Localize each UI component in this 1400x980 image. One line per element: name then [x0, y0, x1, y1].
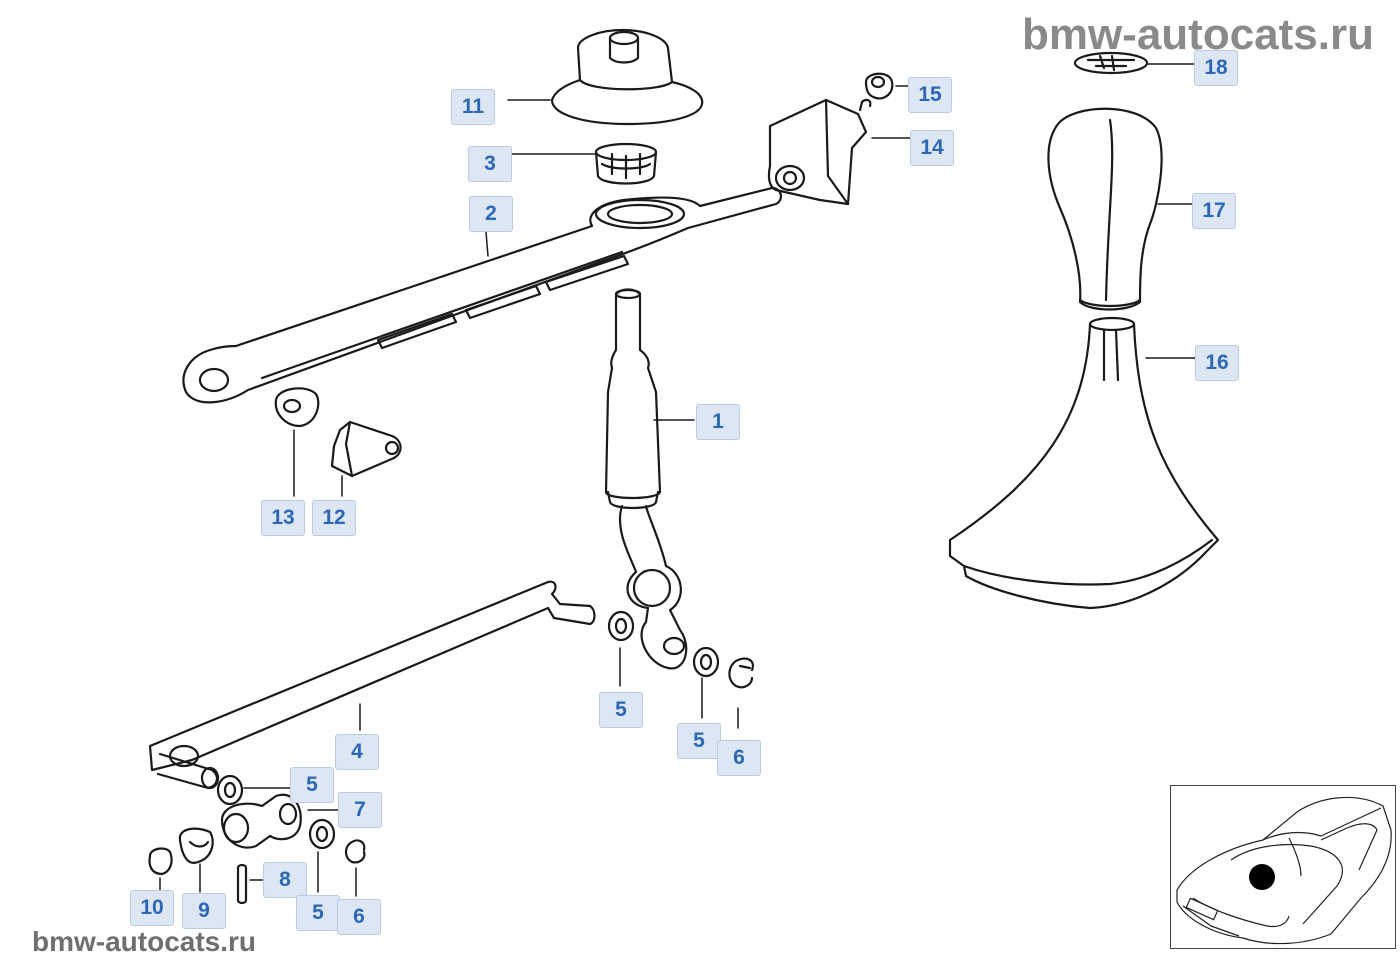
part-emblem-18	[1073, 51, 1149, 75]
callout-5-joint[interactable]: 5	[296, 895, 340, 931]
callout-6-lever[interactable]: 6	[717, 740, 761, 776]
part-cap-10	[148, 847, 173, 876]
part-shift-arm-2	[182, 186, 782, 404]
part-gaiter-16	[948, 316, 1220, 610]
callout-8[interactable]: 8	[263, 862, 307, 898]
callout-12[interactable]: 12	[312, 500, 356, 536]
part-bracket-12	[330, 420, 402, 478]
car-outline-icon	[1176, 796, 1392, 945]
part-knob-17	[1047, 107, 1163, 311]
part-selector-rod-4	[148, 580, 596, 790]
watermark-bottom: bmw-autocats.ru	[32, 926, 257, 957]
part-shift-lever-1	[604, 288, 688, 670]
callout-3[interactable]: 3	[468, 146, 512, 182]
part-boot-11	[550, 28, 704, 126]
callout-5-lever-left[interactable]: 5	[599, 692, 643, 728]
callout-9[interactable]: 9	[182, 893, 226, 929]
part-bush-13	[274, 387, 320, 428]
part-pin-8	[236, 863, 248, 905]
leader-lines	[159, 63, 1197, 897]
callout-18[interactable]: 18	[1194, 50, 1238, 86]
watermark-top: bmw-autocats.ru	[1021, 10, 1374, 59]
callout-16[interactable]: 16	[1195, 345, 1239, 381]
callout-4[interactable]: 4	[335, 734, 379, 770]
callout-11[interactable]: 11	[451, 89, 495, 125]
callout-5-lever-right[interactable]: 5	[677, 723, 721, 759]
callout-6-joint[interactable]: 6	[337, 899, 381, 935]
part-housing-14	[767, 98, 872, 206]
part-bearing-3	[594, 142, 658, 185]
callout-7[interactable]: 7	[338, 792, 382, 828]
callout-10[interactable]: 10	[130, 890, 174, 926]
part-nut-15	[864, 72, 894, 100]
callout-2[interactable]: 2	[469, 196, 513, 232]
location-marker-icon	[1249, 864, 1275, 890]
callout-1[interactable]: 1	[696, 404, 740, 440]
part-washer-5	[216, 610, 720, 850]
vehicle-location-inset	[1170, 785, 1396, 949]
part-joint-7	[220, 793, 302, 849]
callout-17[interactable]: 17	[1192, 193, 1236, 229]
part-clip-6	[344, 657, 754, 864]
callout-14[interactable]: 14	[910, 130, 954, 166]
part-sleeve-9	[178, 827, 214, 864]
callout-13[interactable]: 13	[261, 500, 305, 536]
callout-15[interactable]: 15	[908, 77, 952, 113]
callout-5-rod[interactable]: 5	[290, 767, 334, 803]
